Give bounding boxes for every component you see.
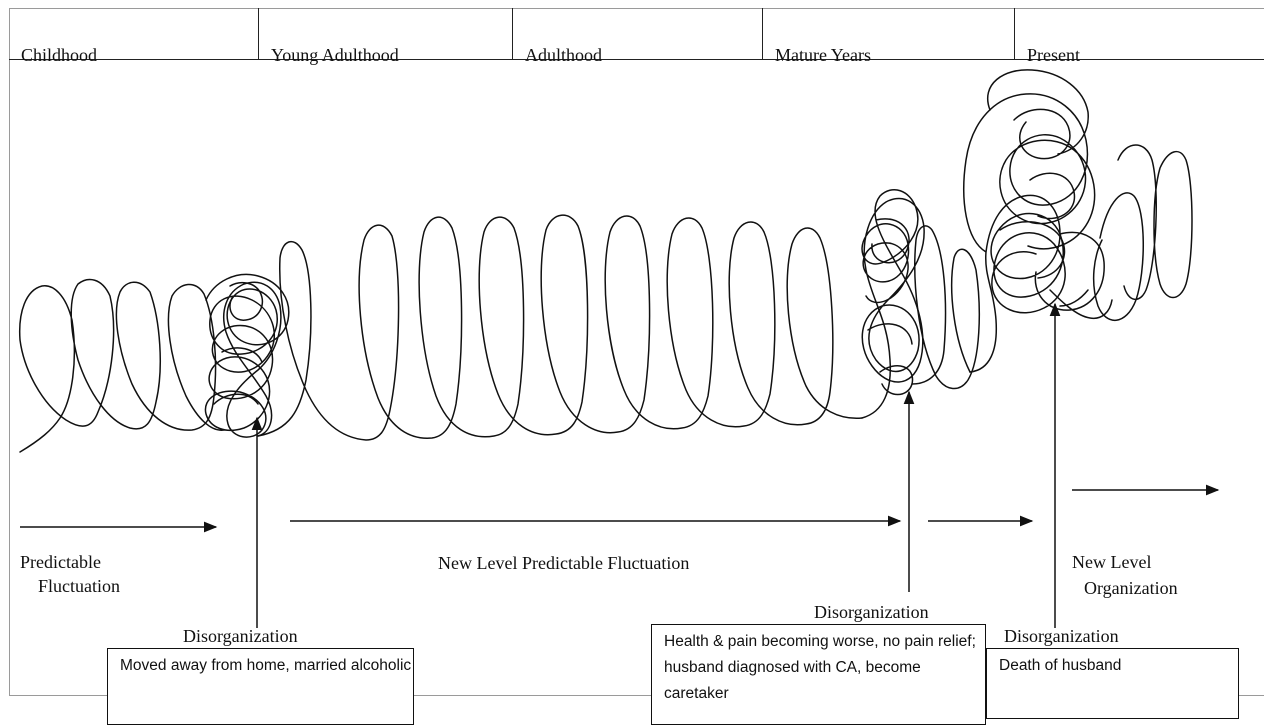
label-disorganization-2: Disorganization	[814, 602, 929, 622]
fluctuation-loops-childhood	[18, 278, 225, 453]
stage-young-adulthood: Young Adulthood	[259, 8, 513, 65]
label-disorganization-3: Disorganization	[1004, 626, 1119, 646]
disorganization-tangle-3	[963, 69, 1105, 373]
note-death-of-husband: Death of husband	[986, 648, 1239, 719]
life-stage-header: Childhood Young Adulthood Adulthood Matu…	[9, 8, 1264, 66]
disorganization-tangle-2	[861, 189, 925, 419]
label-disorganization-1: Disorganization	[183, 626, 298, 646]
fluctuation-loops-adulthood	[257, 214, 863, 441]
label-new-level-fluctuation: New Level Predictable Fluctuation	[438, 553, 690, 573]
label-new-level-1: New Level	[1072, 552, 1152, 572]
note-moved-away: Moved away from home, married alcoholic	[107, 648, 414, 725]
diagram-frame	[9, 8, 1264, 696]
label-predictable-2: Fluctuation	[38, 576, 120, 596]
stage-childhood: Childhood	[9, 8, 259, 65]
disorganization-tangle-1	[204, 273, 290, 438]
stage-present: Present	[1027, 45, 1080, 66]
label-predictable-1: Predictable	[20, 552, 101, 572]
label-new-level-2: Organization	[1084, 578, 1178, 598]
note-health-pain: Health & pain becoming worse, no pain re…	[651, 624, 986, 725]
stage-adulthood: Adulthood	[513, 8, 763, 65]
stage-mature-years: Mature Years	[763, 8, 1015, 65]
